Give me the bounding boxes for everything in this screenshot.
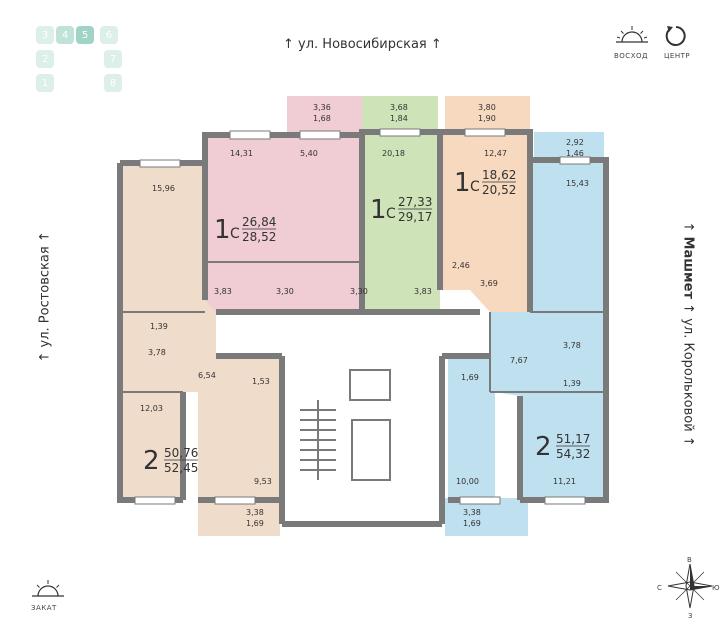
room-label: 3,78 [563, 341, 581, 350]
apt1-suffix: С [230, 226, 240, 242]
room-label: 12,47 [484, 149, 507, 158]
room-label: 15,43 [566, 179, 589, 188]
section-6[interactable]: 6 [100, 26, 118, 44]
room-label: 9,53 [254, 477, 272, 486]
apt1-rooms: 1 [214, 215, 231, 245]
apt4-rooms: 2 [143, 446, 160, 476]
room-label: 12,03 [140, 404, 163, 413]
section-5[interactable]: 5 [76, 26, 94, 44]
sunset-label: ЗАКАТ [31, 604, 57, 612]
room-label: 3,69 [480, 279, 498, 288]
room-labels: 3,36 1,68 3,68 1,84 3,80 1,90 14,31 5,40… [140, 103, 589, 528]
room-label: 3,30 [276, 287, 294, 296]
street-top: ↑ ул. Новосибирская ↑ [283, 37, 442, 52]
room-label: 3,83 [214, 287, 232, 296]
apt1-area-bottom: 28,52 [242, 230, 276, 244]
apt-pink [203, 135, 362, 312]
room-label: 1,39 [150, 322, 168, 331]
apt3-area-top: 18,62 [482, 168, 516, 182]
room-label: 14,31 [230, 149, 253, 158]
apt1-area-top: 26,84 [242, 215, 276, 229]
section-selector: 3 4 5 6 2 7 1 8 [34, 22, 124, 94]
room-label: 1,69 [463, 519, 481, 528]
balcony-green [362, 96, 438, 132]
room-label: 15,96 [152, 184, 175, 193]
apt2-area-top: 27,33 [398, 195, 432, 209]
room-label: 1,53 [252, 377, 270, 386]
apt3-area-bottom: 20,52 [482, 183, 516, 197]
sunset-icon [30, 578, 66, 602]
apt-tan [120, 163, 280, 500]
room-label: 3,38 [463, 508, 481, 517]
section-2[interactable]: 2 [36, 50, 54, 68]
compass-e: Ю [712, 584, 721, 592]
apt2-area-bottom: 29,17 [398, 210, 432, 224]
room-label: 1,68 [313, 114, 331, 123]
section-4[interactable]: 4 [56, 26, 74, 44]
apt2-suffix: С [386, 206, 396, 222]
apt-green [362, 132, 440, 312]
room-label: 5,40 [300, 149, 318, 158]
sunrise-label: ВОСХОД [614, 52, 648, 60]
compass-rose-icon [660, 556, 720, 616]
apartment-labels: 1 С 26,84 28,52 1 С 27,33 29,17 1 С 18,6… [143, 168, 590, 476]
street-top-label: ул. Новосибирская [298, 37, 427, 52]
room-label: 1,39 [563, 379, 581, 388]
apt2-rooms: 1 [370, 195, 387, 225]
section-8[interactable]: 8 [104, 74, 122, 92]
balcony-pink [287, 96, 362, 132]
apt3-rooms: 1 [454, 168, 471, 198]
room-label: 1,46 [566, 149, 584, 158]
compass-n: В [687, 556, 693, 564]
apt4-area-bottom: 52,45 [164, 461, 198, 475]
section-1[interactable]: 1 [36, 74, 54, 92]
compass-s: З [688, 612, 693, 620]
sunrise-icon [614, 24, 650, 52]
center-label: ЦЕНТР [664, 52, 691, 60]
room-label: 3,83 [414, 287, 432, 296]
room-label: 3,78 [148, 348, 166, 357]
apt5-area-top: 51,17 [556, 432, 590, 446]
compass-w: С [657, 584, 663, 592]
section-3[interactable]: 3 [36, 26, 54, 44]
apt4-area-top: 50,76 [164, 446, 198, 460]
apt-peach [440, 132, 530, 312]
room-label: 3,36 [313, 103, 331, 112]
room-label: 11,21 [553, 477, 576, 486]
room-label: 1,69 [461, 373, 479, 382]
room-label: 3,80 [478, 103, 496, 112]
apt3-suffix: С [470, 179, 480, 195]
room-label: 10,00 [456, 477, 479, 486]
room-label: 1,90 [478, 114, 496, 123]
room-label: 3,68 [390, 103, 408, 112]
center-icon[interactable] [664, 24, 688, 48]
room-label: 3,30 [350, 287, 368, 296]
balcony-peach-top [445, 96, 530, 132]
room-label: 2,46 [452, 261, 470, 270]
apt-blue [448, 160, 606, 500]
room-label: 20,18 [382, 149, 405, 158]
room-label: 6,54 [198, 371, 216, 380]
room-label: 3,38 [246, 508, 264, 517]
room-label: 2,92 [566, 138, 584, 147]
room-label: 1,69 [246, 519, 264, 528]
apt5-rooms: 2 [535, 432, 552, 462]
section-7[interactable]: 7 [104, 50, 122, 68]
room-label: 7,67 [510, 356, 528, 365]
apt5-area-bottom: 54,32 [556, 447, 590, 461]
room-label: 1,84 [390, 114, 408, 123]
